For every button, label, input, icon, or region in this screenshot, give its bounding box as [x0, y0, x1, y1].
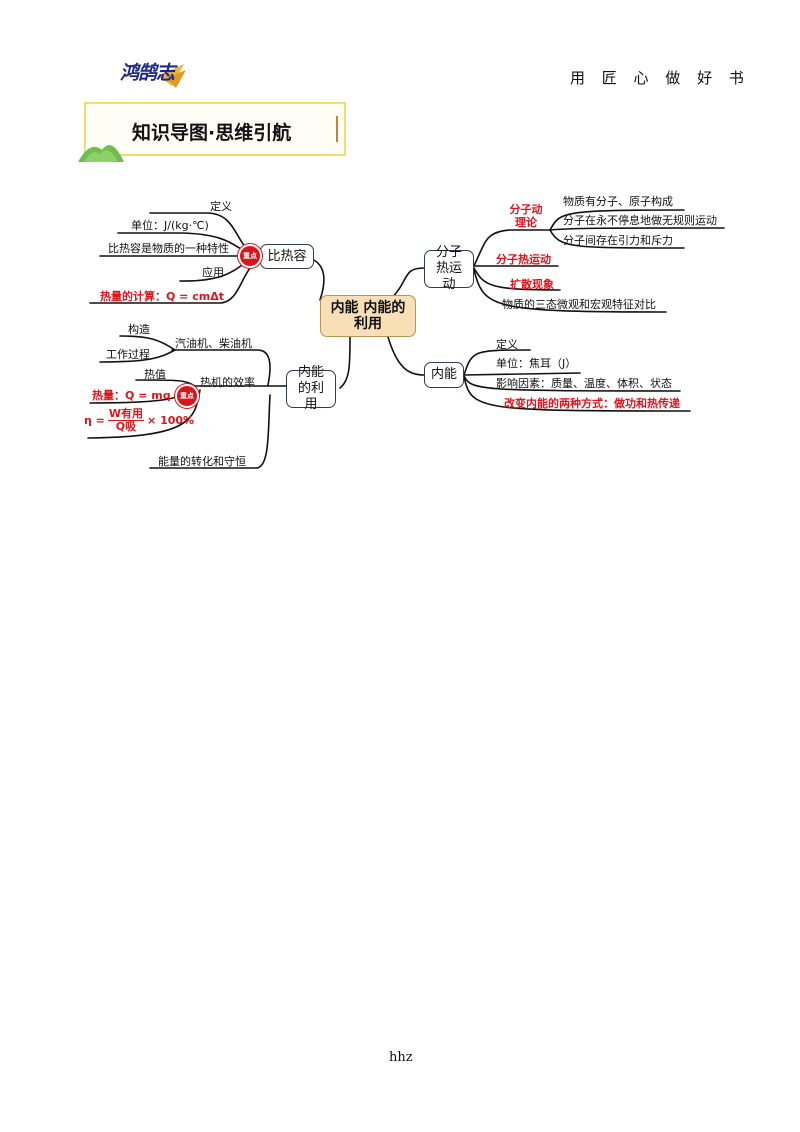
- motto: 用 匠 心 做 好 书: [570, 69, 750, 87]
- leaf-engine-efficiency: 热机的效率: [200, 376, 255, 389]
- leaf-ie-methods: 改变内能的两种方式：做功和热传递: [504, 397, 680, 410]
- footer-text: hhz: [389, 1050, 413, 1065]
- leaf-ie-definition: 定义: [496, 338, 518, 351]
- leaf-definition: 定义: [210, 200, 232, 213]
- leaf-ie-factors: 影响因素：质量、温度、体积、状态: [496, 377, 672, 390]
- key-point-badge: 重点: [240, 246, 260, 266]
- leaf-molecular-theory: 分子动理论: [506, 203, 546, 229]
- fraction-denominator: Q吸: [115, 420, 137, 433]
- leaf-engine-types: 汽油机、柴油机: [175, 337, 252, 350]
- fraction: W有用 Q吸: [107, 407, 145, 433]
- eta-suffix: × 100%: [147, 414, 195, 427]
- leaf-diffusion: 扩散现象: [510, 278, 554, 291]
- mindmap-lines: [87, 209, 725, 469]
- leaf-heat-value: 热值: [144, 368, 166, 381]
- leaf-structure: 构造: [128, 323, 150, 336]
- hill-icon: [78, 145, 124, 162]
- leaf-state-comparison: 物质的三态微观和宏观特征对比: [502, 298, 656, 311]
- leaf-ie-unit: 单位：焦耳（J）: [496, 357, 577, 370]
- logo: 鸿鹄志: [116, 56, 196, 90]
- key-point-badge-2: 重点: [177, 386, 197, 406]
- leaf-working-process: 工作过程: [106, 348, 150, 361]
- theory-item-1: 物质有分子、原子构成: [563, 195, 673, 208]
- banner-bar: [336, 116, 338, 142]
- node-internal-energy: 内能: [424, 362, 464, 388]
- node-utilization: 内能的利用: [286, 365, 336, 412]
- leaf-heat-calculation: 热量的计算：Q = cmΔt: [100, 290, 224, 303]
- node-specific-heat: 比热容: [260, 244, 314, 269]
- molecular-theory-text: 分子动理论: [509, 203, 543, 229]
- theory-item-2: 分子在永不停息地做无规则运动: [563, 214, 717, 227]
- node-molecular-motion: 分子热运动: [424, 245, 474, 292]
- eta-prefix: η =: [84, 414, 105, 427]
- fraction-numerator: W有用: [107, 407, 145, 421]
- center-node: 内能 内能的利用: [320, 295, 416, 337]
- efficiency-formula: η = W有用 Q吸 × 100%: [84, 408, 194, 433]
- logo-mark-icon: [158, 64, 186, 88]
- leaf-heat-formula: 热量：Q = mq: [92, 389, 171, 402]
- theory-item-3: 分子间存在引力和斥力: [563, 234, 673, 247]
- title-banner: 知识导图·思维引航: [84, 102, 346, 156]
- leaf-property: 比热容是物质的一种特性: [108, 242, 229, 255]
- leaf-thermal-motion: 分子热运动: [496, 253, 551, 266]
- banner-title: 知识导图·思维引航: [132, 122, 292, 144]
- logo-text: 鸿鹄志: [120, 62, 175, 84]
- leaf-unit: 单位：J/(kg·℃): [131, 219, 209, 232]
- leaf-energy-conservation: 能量的转化和守恒: [158, 455, 246, 468]
- leaf-application: 应用: [202, 266, 224, 279]
